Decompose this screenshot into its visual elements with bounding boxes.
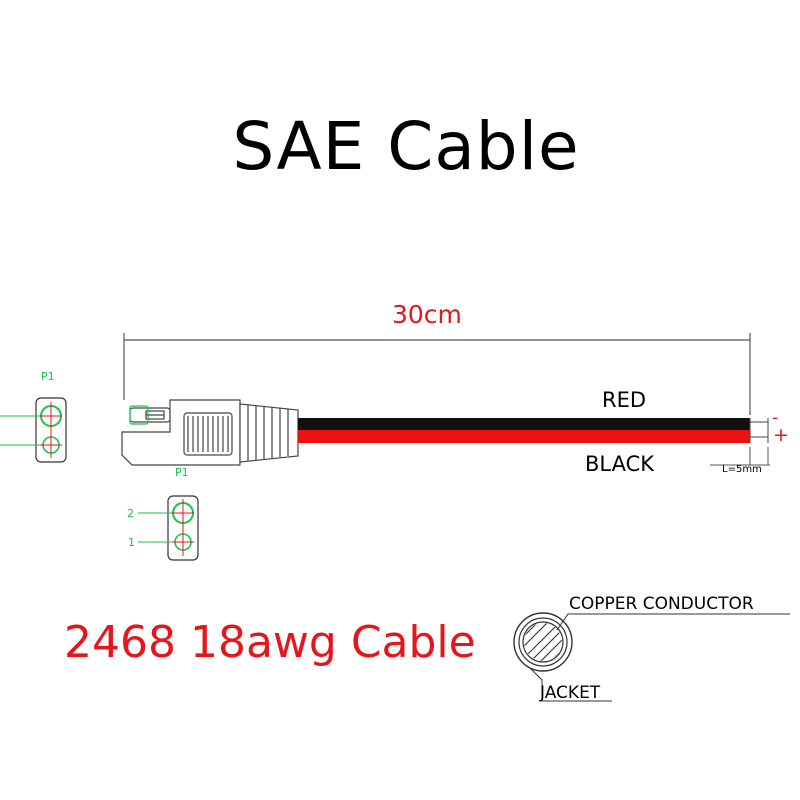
cable-spec-label: 2468 18awg Cable <box>64 617 476 668</box>
pin-2-label: 2 <box>127 507 134 520</box>
pin-1-label: 1 <box>128 536 135 549</box>
copper-conductor-label: COPPER CONDUCTOR <box>569 594 754 614</box>
pinout-bottom-label: P1 <box>175 466 189 479</box>
pinout-bottom <box>138 495 199 561</box>
black-wire <box>298 418 750 430</box>
strip-length-label: L=5mm <box>722 464 762 475</box>
dimension-line <box>123 333 751 415</box>
sae-connector <box>121 399 299 466</box>
page-title: SAE Cable <box>232 108 580 185</box>
pinout-top <box>0 397 67 463</box>
negative-sign: - <box>772 408 779 428</box>
wires <box>298 418 769 443</box>
black-wire-label: BLACK <box>585 452 655 476</box>
jacket-label: JACKET <box>540 683 601 703</box>
length-label: 30cm <box>392 300 462 329</box>
cable-cross-section <box>513 612 790 702</box>
positive-sign: + <box>773 424 789 446</box>
red-wire <box>298 430 750 443</box>
red-wire-label: RED <box>602 388 647 412</box>
pinout-top-label: P1 <box>41 370 55 383</box>
strip-dimension <box>710 447 770 466</box>
connector-tip <box>129 405 149 425</box>
